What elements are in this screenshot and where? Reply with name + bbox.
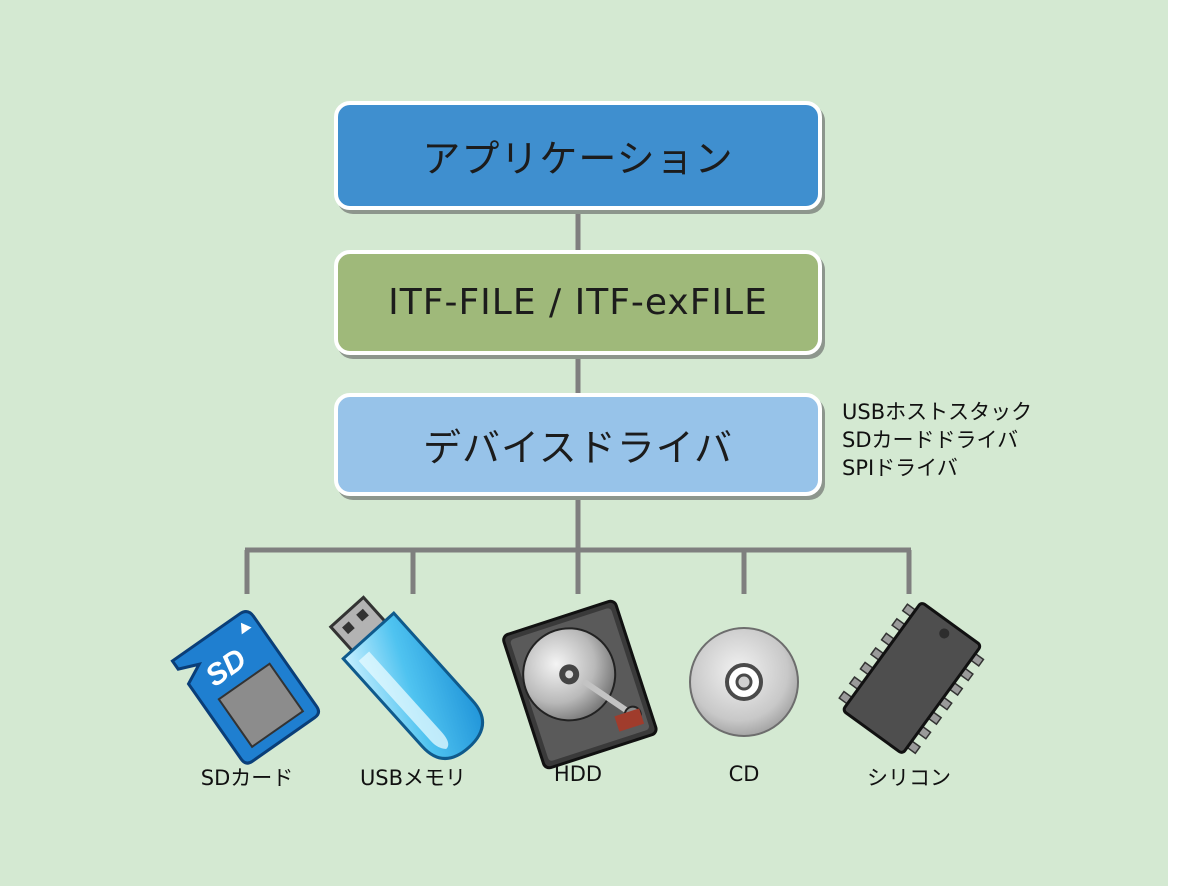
device-label-hdd: HDD — [553, 762, 603, 786]
layer-device-driver: デバイスドライバ — [334, 393, 822, 496]
hdd-icon — [502, 599, 658, 770]
cd-icon — [689, 627, 799, 737]
device-label-usb-memory: USBメモリ — [359, 766, 467, 790]
layer-application-label: アプリケーション — [422, 137, 734, 181]
layer-filesystem: ITF-FILE / ITF-exFILE — [334, 250, 822, 355]
usb-memory-icon — [328, 595, 484, 761]
layer-application: アプリケーション — [334, 101, 822, 210]
sd-card-icon: SD — [170, 610, 321, 765]
layer-filesystem-label: ITF-FILE / ITF-exFILE — [388, 282, 768, 323]
driver-notes: USBホストスタック SDカードドライバ SPIドライバ — [842, 398, 1032, 482]
device-label-silicon: シリコン — [867, 766, 951, 790]
driver-note: SPIドライバ — [842, 456, 958, 480]
device-label-sd-card: SDカード — [200, 766, 294, 790]
driver-note: USBホストスタック — [842, 400, 1033, 424]
device-label-cd: CD — [728, 762, 760, 786]
connector-lines — [244, 212, 912, 594]
layer-device-driver-label: デバイスドライバ — [422, 426, 734, 470]
silicon-chip-icon — [838, 602, 985, 755]
driver-note: SDカードドライバ — [842, 428, 1019, 452]
